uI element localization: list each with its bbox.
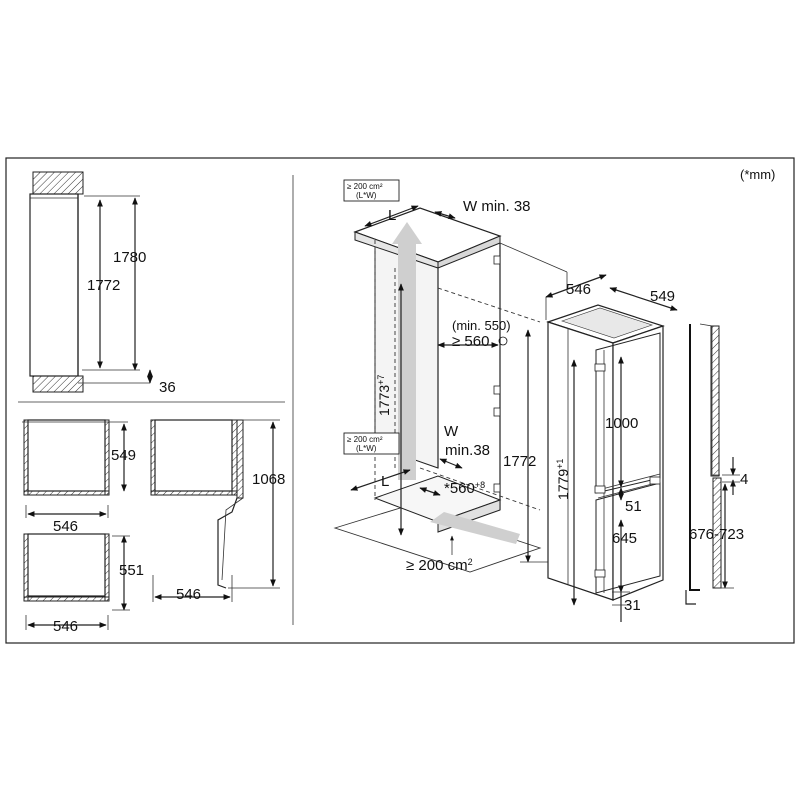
dim-1773: 1773+7 [376, 375, 392, 416]
dim-36: 36 [159, 379, 176, 396]
appliance-view: 546 549 1779+1 1000 51 645 31 [545, 274, 678, 622]
unit-note: (*mm) [740, 167, 775, 182]
dim-L-lower: L [381, 473, 389, 490]
dim-1000: 1000 [605, 415, 638, 432]
dim-1780: 1780 [113, 249, 146, 266]
dim-645: 645 [612, 530, 637, 547]
dim-549-app: 549 [650, 288, 675, 305]
dim-546-app: 546 [566, 281, 591, 298]
niche-side-view: 1780 1772 36 [29, 171, 176, 396]
dim-1779: 1779+1 [555, 459, 571, 500]
door-profile: 4 676-723 [685, 323, 748, 605]
vent-mid-lw: (L*W) [356, 444, 377, 453]
smiley-icon [498, 336, 508, 346]
dim-546-b: 546 [176, 586, 201, 603]
dim-min550: (min. 550) [452, 318, 511, 333]
dim-L: L [388, 207, 396, 224]
plan-view-551: 551 546 [23, 533, 144, 635]
dim-W-top: W min. 38 [463, 198, 531, 215]
plan-view-1068: 1068 546 [150, 419, 285, 603]
dim-31: 31 [624, 597, 641, 614]
dim-546-c: 546 [53, 618, 78, 635]
vent-top-label: ≥ 200 cm² [347, 182, 383, 191]
dim-vent-bottom: ≥ 200 cm2 [406, 557, 473, 574]
dim-1068: 1068 [252, 471, 285, 488]
dim-1772: 1772 [87, 277, 120, 294]
dim-W-mid-min: min.38 [445, 442, 490, 459]
vent-mid-label: ≥ 200 cm² [347, 435, 383, 444]
dim-560: *560+8 [444, 480, 485, 497]
dim-551: 551 [119, 562, 144, 579]
dim-4: 4 [740, 471, 748, 488]
dim-51: 51 [625, 498, 642, 515]
vent-top-lw: (L*W) [356, 191, 377, 200]
dim-546-a: 546 [53, 518, 78, 535]
dim-1772-iso: 1772 [503, 453, 536, 470]
dim-ge560: ≥ 560 [452, 333, 489, 350]
dim-W-mid: W [444, 423, 459, 440]
outer-frame [5, 157, 795, 644]
niche-isometric: ≥ 200 cm² (L*W) ≥ 200 cm² (L*W) L W min.… [333, 179, 568, 574]
plan-view-549: 549 546 [22, 419, 136, 535]
dim-676-723: 676-723 [689, 526, 744, 543]
dim-549: 549 [111, 447, 136, 464]
